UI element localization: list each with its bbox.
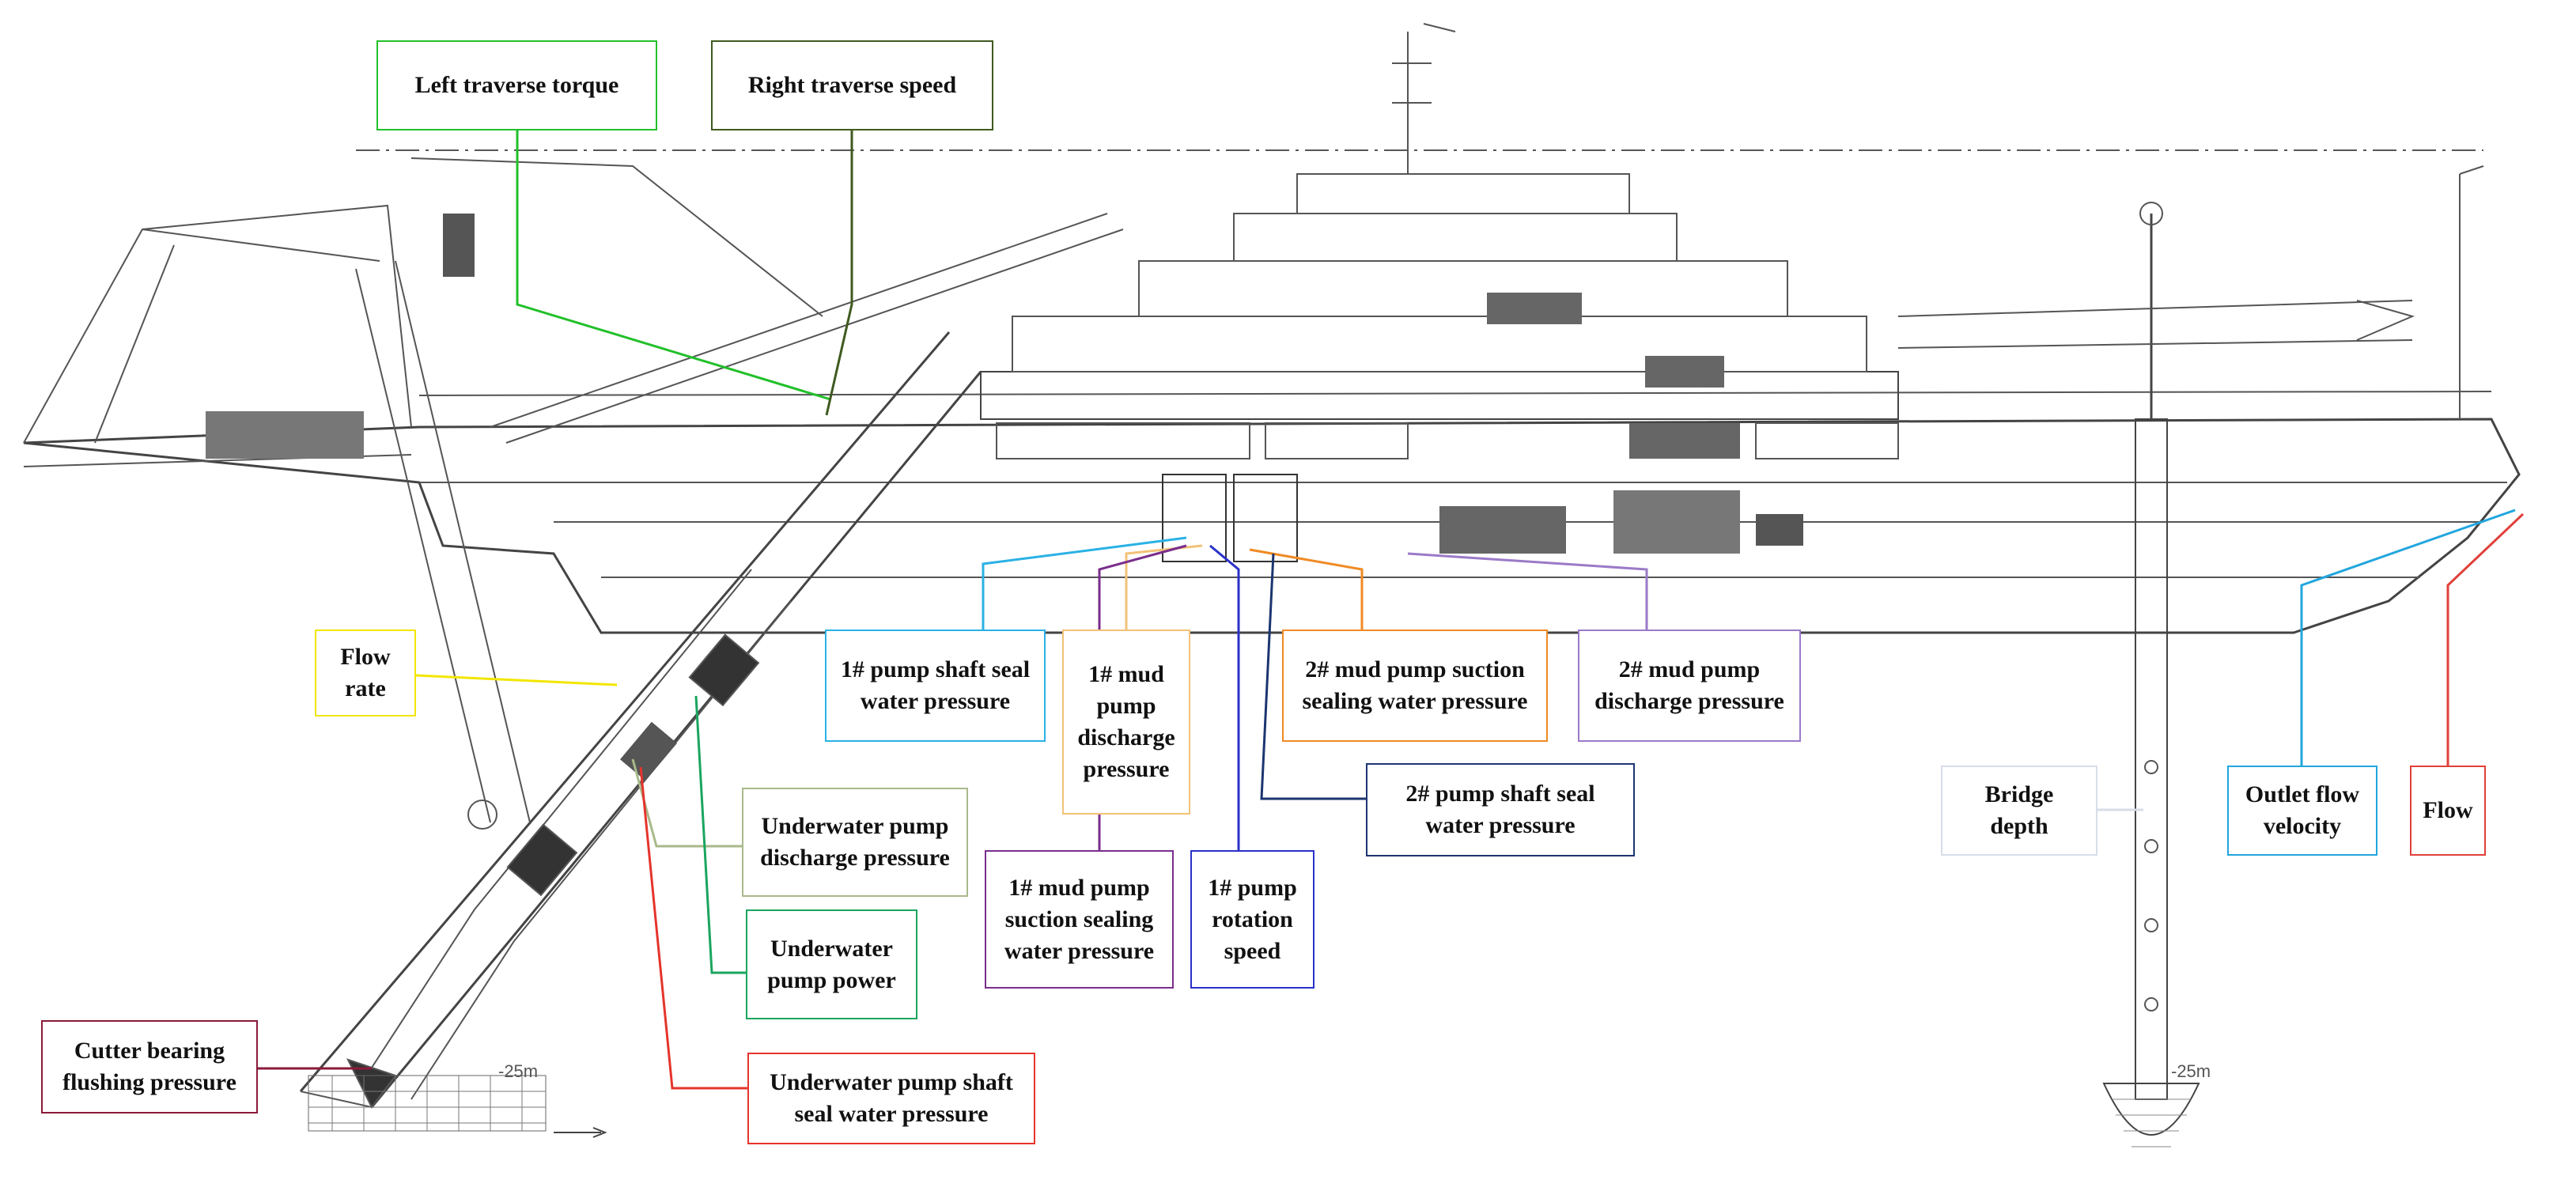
label-outlet-flow-velocity: Outlet flow velocity [2227, 766, 2377, 856]
label-bridge-depth: Bridge depth [1941, 766, 2097, 856]
label-1-mud-pump-discharge: 1# mud pump discharge pressure [1062, 630, 1190, 815]
label-flow-rate: Flow rate [315, 630, 416, 716]
depth-mark-right: -25m [2171, 1061, 2211, 1081]
label-right-traverse-speed: Right traverse speed [711, 40, 993, 130]
label-1-pump-rotation-speed: 1# pump rotation speed [1190, 850, 1314, 989]
label-1-pump-shaft-seal: 1# pump shaft seal water pressure [825, 630, 1046, 742]
label-2-pump-shaft-seal: 2# pump shaft seal water pressure [1366, 763, 1635, 856]
label-2-mud-pump-suction-sealing: 2# mud pump suction sealing water pressu… [1282, 630, 1548, 742]
label-underwater-pump-power: Underwater pump power [746, 909, 917, 1019]
label-underwater-pump-shaft-seal: Underwater pump shaft seal water pressur… [747, 1053, 1035, 1144]
label-underwater-pump-discharge: Underwater pump discharge pressure [742, 788, 968, 897]
label-cutter-bearing-flushing: Cutter bearing flushing pressure [41, 1020, 258, 1113]
label-2-mud-pump-discharge: 2# mud pump discharge pressure [1578, 630, 1801, 742]
label-flow: Flow [2410, 766, 2486, 856]
label-1-mud-pump-suction-sealing: 1# mud pump suction sealing water pressu… [985, 850, 1174, 989]
label-left-traverse-torque: Left traverse torque [376, 40, 657, 130]
depth-mark-left: -25m [498, 1061, 538, 1081]
